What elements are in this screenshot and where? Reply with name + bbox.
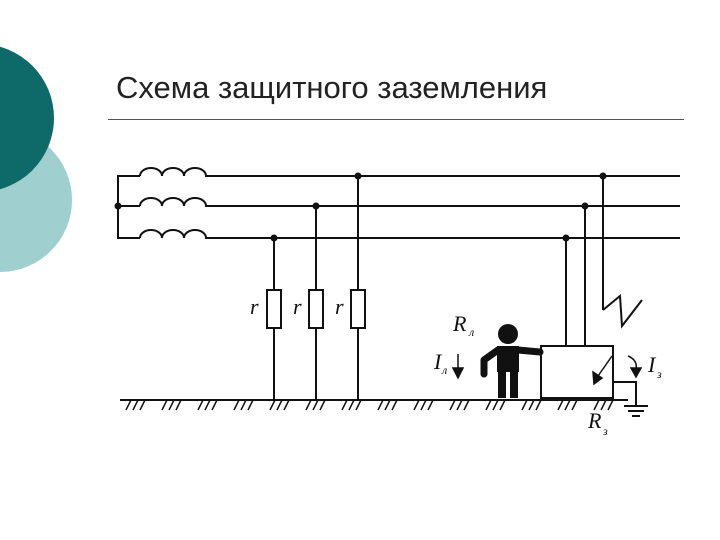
person-torso xyxy=(497,346,519,372)
ground-hatch-mark xyxy=(341,399,348,411)
ground-hatch-mark xyxy=(384,399,391,411)
junction-dot xyxy=(581,202,589,210)
ground-hatch-mark xyxy=(521,399,528,411)
ground-hatch-mark xyxy=(139,399,146,411)
fault-current-arrow-head xyxy=(592,370,604,386)
body-current-subscript: л xyxy=(441,363,447,377)
ground-hatch-mark xyxy=(312,399,319,411)
ground-hatch-mark xyxy=(305,399,312,411)
person-head xyxy=(498,324,518,344)
ground-hatching xyxy=(125,399,614,411)
ground-hatch-mark xyxy=(528,399,535,411)
ground-hatch-mark xyxy=(391,399,398,411)
ground-resistance-label: R xyxy=(587,408,602,433)
fault-lightning xyxy=(602,293,643,329)
title-underline xyxy=(108,119,684,120)
ground-hatch-mark xyxy=(197,399,204,411)
ground-hatch-mark xyxy=(449,399,456,411)
ground-hatch-mark xyxy=(607,399,614,411)
winding-3 xyxy=(139,229,214,239)
ground-hatch-mark xyxy=(168,399,175,411)
ground-hatch-mark xyxy=(557,399,564,411)
body-resistance-subscript: л xyxy=(468,325,474,339)
ground-current-arrow-head xyxy=(629,367,643,379)
person-figure xyxy=(480,324,544,398)
ground-resistance-subscript: з xyxy=(602,424,608,438)
ground-hatch-mark xyxy=(492,399,499,411)
resistor-3 xyxy=(350,289,366,329)
ground-hatch-mark xyxy=(211,399,218,411)
ground-hatch-mark xyxy=(355,399,362,411)
ground-hatch-mark xyxy=(269,399,276,411)
ground-hatch-mark xyxy=(564,399,571,411)
ground-hatch-mark xyxy=(593,399,600,411)
ground-hatch-mark xyxy=(276,399,283,411)
ground-current-label: I xyxy=(647,352,657,377)
ground-hatch-mark xyxy=(204,399,211,411)
ground-hatch-mark xyxy=(319,399,326,411)
ground-hatch-mark xyxy=(132,399,139,411)
ground-hatch-mark xyxy=(571,399,578,411)
ground-hatch-mark xyxy=(600,399,607,411)
person-right-arm xyxy=(514,346,544,356)
resistor-3-label: r xyxy=(335,294,344,319)
slide-title: Схема защитного заземления xyxy=(116,70,548,105)
ground-hatch-mark xyxy=(233,399,240,411)
dark-teal-circle xyxy=(0,46,54,190)
ground-hatch-mark xyxy=(348,399,355,411)
ground-hatch-mark xyxy=(420,399,427,411)
ground-hatch-mark xyxy=(485,399,492,411)
ground-hatch-mark xyxy=(247,399,254,411)
ground-hatch-mark xyxy=(535,399,542,411)
resistor-1-label: r xyxy=(250,294,259,319)
ground-hatch-mark xyxy=(377,399,384,411)
resistor-2 xyxy=(308,289,324,329)
ground-hatch-mark xyxy=(240,399,247,411)
ground-hatch-mark xyxy=(413,399,420,411)
junction-dot xyxy=(270,234,278,242)
body-resistance-label: R xyxy=(452,311,467,336)
fault-current-arrow-shaft xyxy=(597,355,613,377)
junction-dot xyxy=(562,234,570,242)
body-current-arrow-head xyxy=(451,367,465,380)
person-left-leg xyxy=(498,370,506,398)
ground-current-subscript: з xyxy=(656,367,662,381)
ground-hatch-mark xyxy=(175,399,182,411)
person-left-arm xyxy=(480,346,502,378)
equipment-enclosure xyxy=(540,345,614,399)
grounding-conductor xyxy=(613,381,637,406)
resistor-1 xyxy=(266,289,282,329)
ground-hatch-mark xyxy=(125,399,132,411)
junction-dot xyxy=(354,172,362,180)
ground-hatch-mark xyxy=(456,399,463,411)
ground-hatch-mark xyxy=(161,399,168,411)
junction-dot xyxy=(599,172,607,180)
person-right-leg xyxy=(510,370,518,398)
junction-dot xyxy=(114,202,122,210)
ground-hatch-mark xyxy=(427,399,434,411)
ground-hatch-mark xyxy=(499,399,506,411)
junction-dot xyxy=(312,202,320,210)
ground-hatch-mark xyxy=(283,399,290,411)
winding-2 xyxy=(139,197,214,207)
body-current-label: I xyxy=(433,349,443,374)
winding-1 xyxy=(139,167,214,177)
ground-hatch-mark xyxy=(463,399,470,411)
resistor-2-label: r xyxy=(293,294,302,319)
